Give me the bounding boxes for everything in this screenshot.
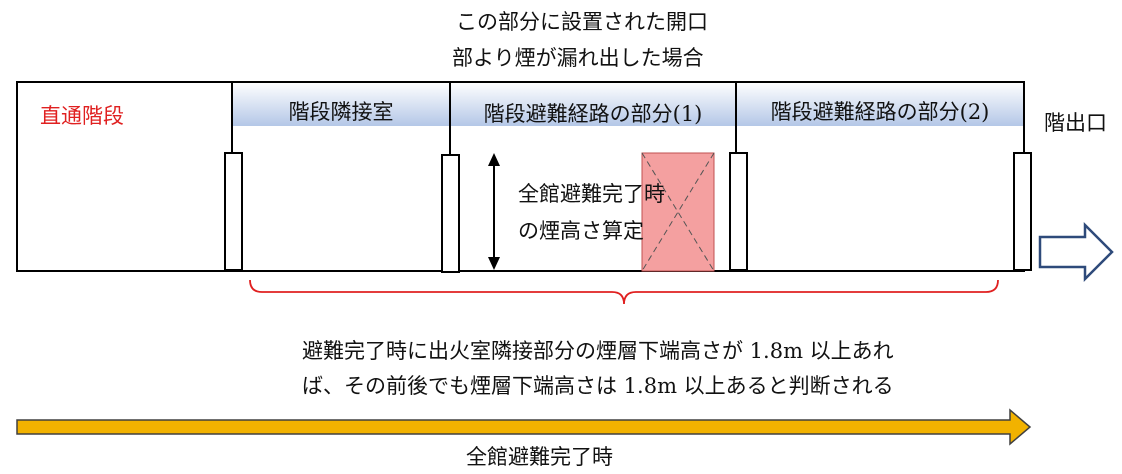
- top-note-line2: 部より煙が漏れ出した場合: [452, 46, 704, 70]
- exit-arrow-icon: [1038, 221, 1114, 283]
- smoke-height-line2: の煙高さ算定: [518, 219, 644, 243]
- stair-label: 直通階段: [40, 104, 124, 128]
- brace-note-line2: ば、その前後でも煙層下端高さは 1.8m 以上あると判断される: [302, 374, 894, 398]
- route1-header-band: [450, 82, 736, 126]
- door-4: [1013, 152, 1032, 271]
- exit-label: 階出口: [1044, 111, 1107, 135]
- door-2: [441, 154, 460, 273]
- brace-note-line1: 避難完了時に出火室隣接部分の煙層下端高さが 1.8m 以上あれ: [302, 339, 894, 363]
- route2-header-band: [736, 82, 1024, 126]
- top-note-line1: この部分に設置された開口: [456, 10, 708, 34]
- smoke-height-arrow: [488, 153, 500, 270]
- vestibule-label: 階段隣接室: [288, 100, 394, 124]
- smoke-height-line1: 全館避難完了時: [518, 182, 665, 206]
- door-3: [729, 152, 748, 271]
- opening-diagonal-1: [641, 152, 715, 272]
- opening-diagonal-2: [641, 152, 715, 272]
- door-1: [224, 152, 243, 271]
- timeline-label: 全館避難完了時: [466, 445, 613, 469]
- route2-label: 階段避難経路の部分(2): [770, 100, 990, 124]
- vestibule-header-band: [232, 82, 450, 126]
- route1-label: 階段避難経路の部分(1): [483, 102, 703, 126]
- timeline-arrow-icon: [16, 408, 1032, 446]
- range-brace: [249, 279, 999, 305]
